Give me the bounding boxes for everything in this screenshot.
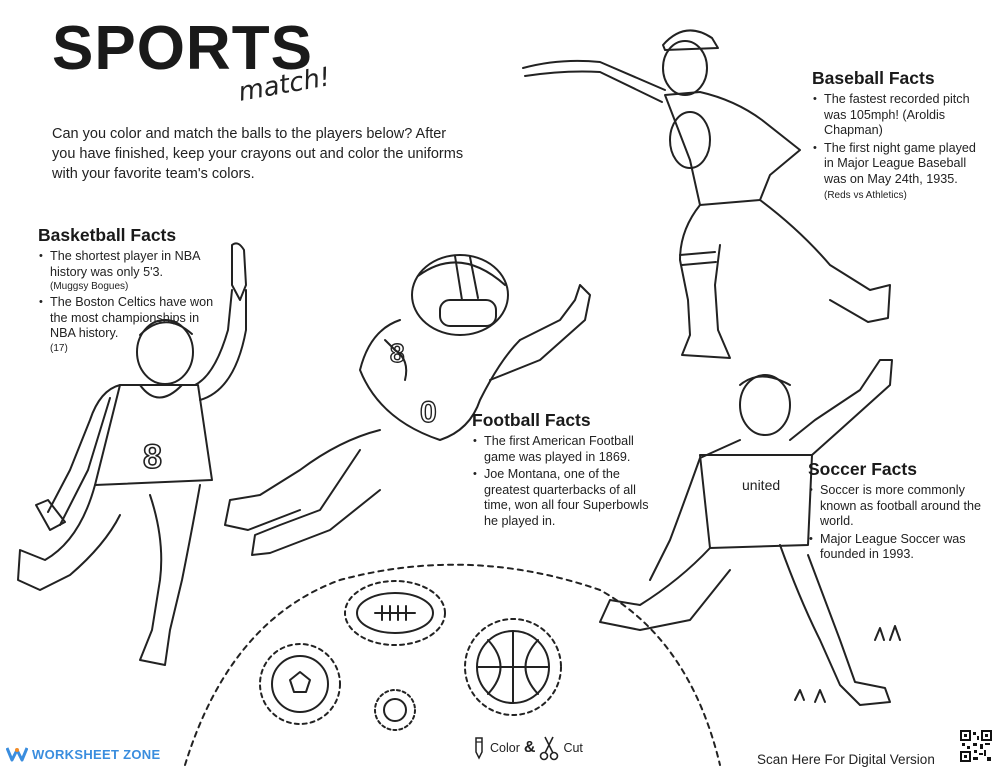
- grass-tufts: [794, 625, 901, 703]
- list-item: The first American Football game was pla…: [473, 434, 662, 465]
- baseball-facts-section: Baseball Facts The fastest recorded pitc…: [812, 68, 987, 206]
- soccer-jersey-text: united: [742, 477, 780, 493]
- baseball-cutout: [374, 689, 416, 731]
- scan-text: Scan Here For Digital Version: [757, 752, 935, 767]
- list-item: Soccer is more commonly known as footbal…: [809, 483, 988, 530]
- worksheet-zone-logo-icon: [6, 747, 28, 762]
- basketball-facts-section: Basketball Facts The shortest player in …: [38, 225, 218, 357]
- cut-label: Cut: [563, 741, 583, 755]
- qr-code-icon[interactable]: [960, 730, 992, 762]
- color-and-cut-legend: Color & Cut: [472, 735, 583, 761]
- soccer-player-illustration: [599, 359, 893, 706]
- football-player-illustration: [224, 254, 591, 556]
- cut-line-arc: [184, 563, 721, 766]
- color-label: Color: [490, 741, 520, 755]
- list-item: Major League Soccer was founded in 1993.: [809, 532, 988, 563]
- soccer-facts-list: Soccer is more commonly known as footbal…: [808, 483, 988, 563]
- intro-text: Can you color and match the balls to the…: [52, 126, 464, 182]
- fact-text: The fastest recorded pitch was 105mph! (…: [824, 92, 970, 137]
- soccer-facts-section: Soccer Facts Soccer is more commonly kno…: [808, 459, 988, 565]
- baseball-facts-list: The fastest recorded pitch was 105mph! (…: [812, 92, 987, 204]
- logo-text: WORKSHEET ZONE: [32, 746, 161, 762]
- football-facts-section: Football Facts The first American Footba…: [472, 410, 662, 531]
- crayon-icon: [475, 737, 483, 760]
- soccer-facts-title: Soccer Facts: [808, 459, 917, 479]
- ampersand: &: [523, 739, 536, 756]
- list-item: Joe Montana, one of the greatest quarter…: [473, 467, 662, 529]
- baseball-player-illustration: [522, 29, 891, 359]
- football-facts-title: Football Facts: [472, 410, 591, 430]
- scissors-icon: [540, 736, 559, 761]
- list-item: The fastest recorded pitch was 105mph! (…: [813, 92, 987, 139]
- basketball-jersey-number: 8: [143, 438, 162, 476]
- football-jersey-number: 0: [420, 396, 437, 429]
- fact-text: The first night game played in Major Lea…: [824, 140, 976, 186]
- list-item: The Boston Celtics have won the most cha…: [39, 295, 218, 355]
- football-sleeve-number: 8: [390, 338, 404, 368]
- basketball-facts-list: The shortest player in NBA history was o…: [38, 249, 218, 355]
- basketball-cutout: [464, 618, 562, 716]
- soccer-ball-cutout: [259, 643, 341, 725]
- baseball-facts-title: Baseball Facts: [812, 68, 935, 88]
- fact-text: The shortest player in NBA history was o…: [50, 249, 200, 279]
- page-title: SPORTS: [52, 14, 313, 83]
- football-ball-cutout: [344, 580, 446, 646]
- fact-text: The Boston Celtics have won the most cha…: [50, 295, 214, 340]
- list-item: The first night game played in Major Lea…: [813, 140, 987, 204]
- fact-note: (Reds vs Athletics): [824, 190, 907, 201]
- worksheet-zone-logo[interactable]: WORKSHEET ZONE: [6, 746, 160, 762]
- football-facts-list: The first American Football game was pla…: [472, 434, 662, 529]
- fact-note: (17): [50, 342, 68, 354]
- basketball-facts-title: Basketball Facts: [38, 225, 177, 245]
- list-item: The shortest player in NBA history was o…: [39, 249, 218, 293]
- fact-note: (Muggsy Bogues): [50, 281, 129, 292]
